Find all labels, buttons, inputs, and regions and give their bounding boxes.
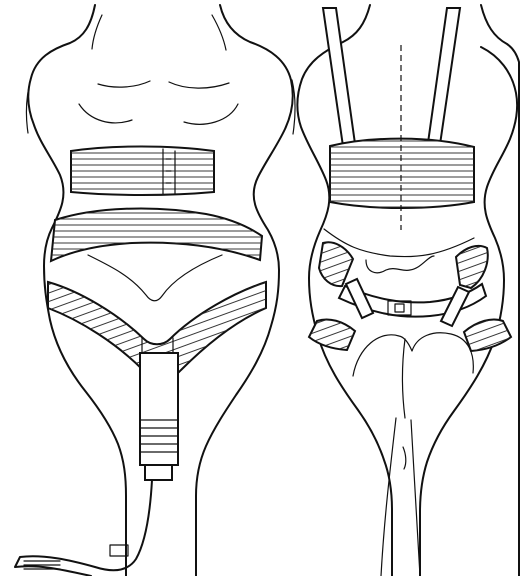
back-lower-contour xyxy=(366,256,434,273)
back-legs-separation xyxy=(381,418,420,576)
front-chest-lines xyxy=(98,81,229,88)
front-tube-end xyxy=(145,465,172,480)
front-arm-lines xyxy=(26,78,295,134)
back-gluteal-cleft xyxy=(402,339,405,418)
front-pelvis-contour xyxy=(88,255,222,301)
back-body-outline xyxy=(297,5,519,576)
front-breast-lines xyxy=(79,104,238,124)
back-figure xyxy=(297,5,519,576)
front-figure xyxy=(15,5,295,576)
back-knee-mark xyxy=(403,447,406,469)
back-buttocks xyxy=(353,333,473,376)
back-right-shoulder-strap xyxy=(426,8,460,158)
back-left-shoulder-strap xyxy=(323,8,357,160)
front-drainage-tube-sleeve xyxy=(140,353,178,465)
front-neck-lines xyxy=(92,15,226,50)
